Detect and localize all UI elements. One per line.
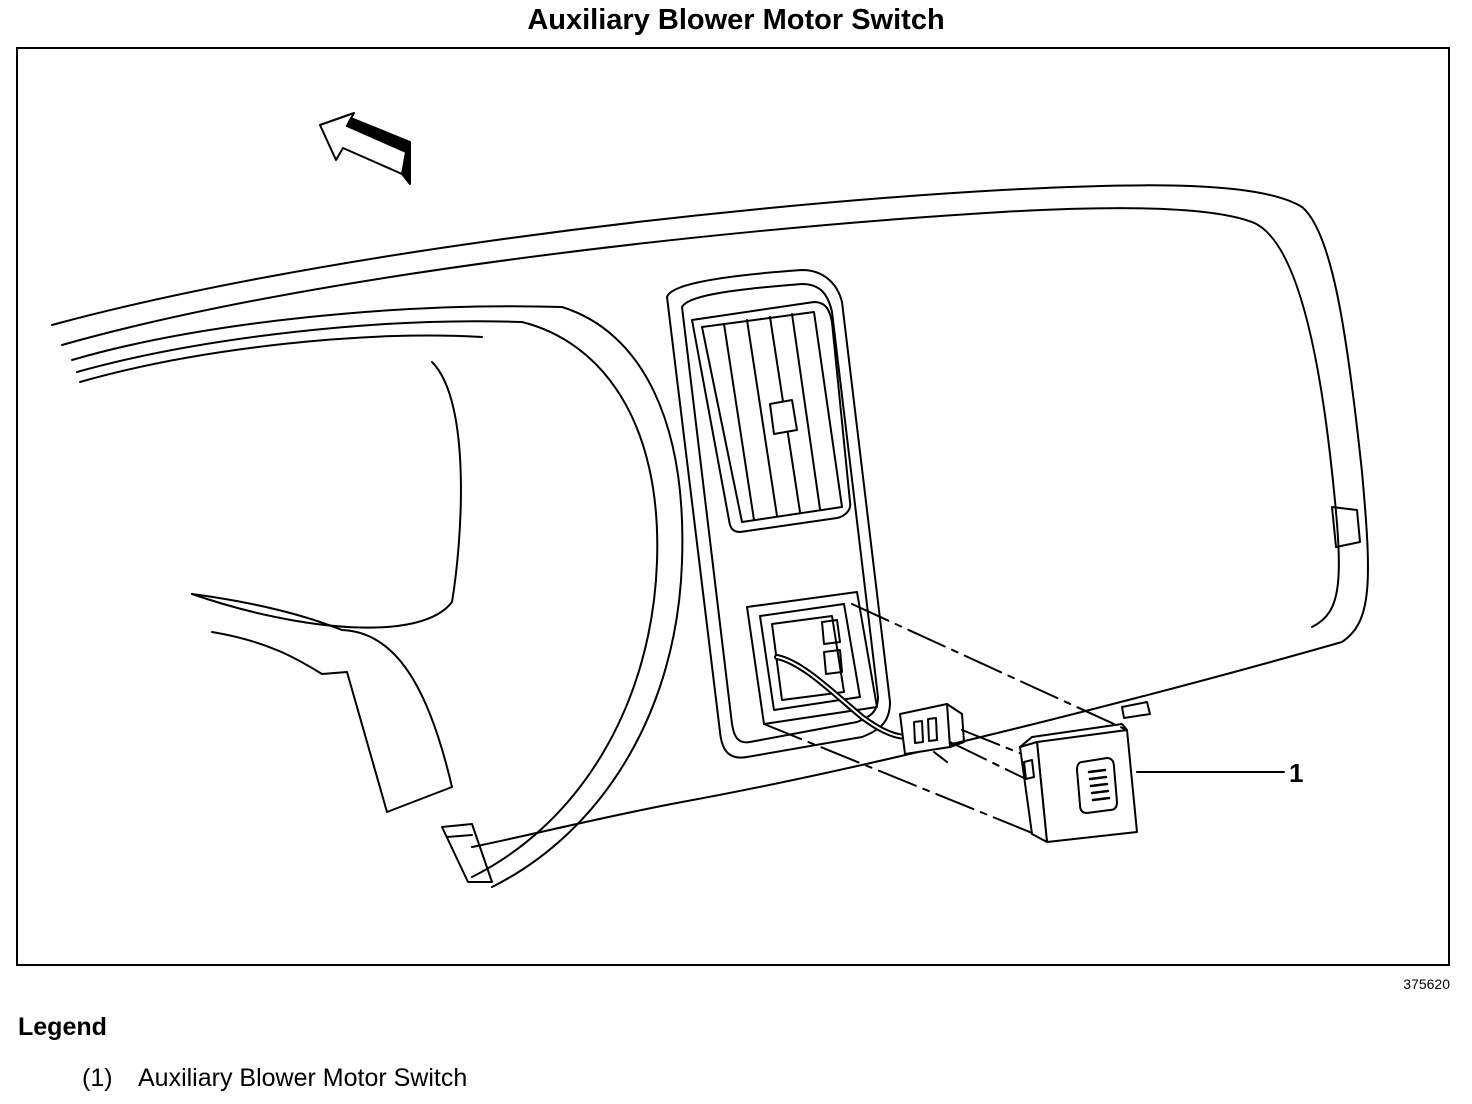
legend-item: (1) Auxiliary Blower Motor Switch (82, 1064, 467, 1093)
air-vent (691, 301, 852, 533)
legend-heading: Legend (18, 1013, 107, 1041)
callout-label-1: 1 (1289, 758, 1303, 788)
legend-item-text: Auxiliary Blower Motor Switch (138, 1064, 468, 1092)
legend-item-number: (1) (82, 1064, 113, 1092)
wiring-harness (774, 654, 910, 740)
illustration-frame: 1 (16, 47, 1450, 966)
direction-arrow-icon (319, 112, 411, 185)
installation-guide-lines (763, 603, 1128, 838)
dashboard-housing (471, 206, 1369, 848)
dashboard-top-edge (51, 184, 1303, 383)
harness-connector (899, 703, 965, 763)
switch-opening (746, 591, 878, 725)
diagram-title: Auxiliary Blower Motor Switch (527, 4, 945, 36)
figure-id: 375620 (1403, 976, 1450, 992)
instrument-cluster-opening (191, 306, 684, 888)
dashboard-illustration: 1 (51, 112, 1369, 888)
blower-motor-switch (1019, 723, 1285, 843)
center-bezel (666, 269, 891, 759)
